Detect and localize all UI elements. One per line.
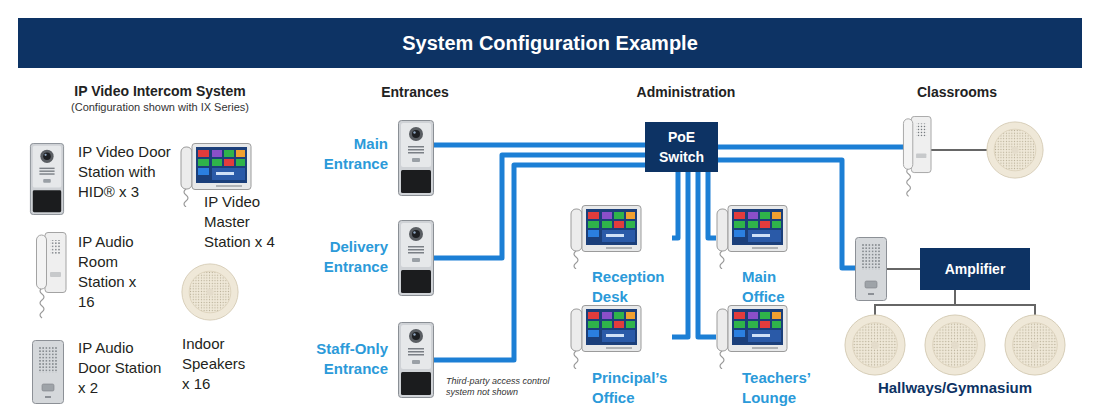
- speaker-wire: [954, 290, 956, 300]
- amplifier-box: Amplifier: [920, 248, 1030, 290]
- station-label: Principal’s Office: [592, 368, 672, 408]
- indoor-speaker-icon: [987, 122, 1043, 178]
- group-label: Hallways/Gymnasium: [838, 378, 1072, 398]
- speaker-wire: [886, 268, 920, 270]
- master-station: Teachers’ Lounge: [716, 305, 822, 408]
- footnote: Third-party access control system not sh…: [446, 376, 568, 398]
- video-master-station-icon: [717, 206, 787, 270]
- door-station: Staff-Only Entrance: [298, 322, 434, 398]
- title-band: [18, 18, 1082, 68]
- audio-door-station-icon: [856, 238, 887, 301]
- video-door-station-icon: [399, 121, 434, 196]
- network-cable: [708, 172, 716, 238]
- video-door-station-icon: [399, 221, 434, 296]
- legend-item: IP Video Door Station with HID® x 3: [78, 142, 178, 202]
- legend-text: IP Audio Room Station x 16: [78, 232, 139, 312]
- box-label: PoE Switch: [649, 127, 714, 167]
- video-master-station-icon: [717, 306, 787, 370]
- network-cable: [672, 172, 678, 238]
- station-label: Main Entrance: [298, 134, 388, 174]
- audio-room-station-icon: [37, 233, 67, 319]
- audio-room-station-icon: [903, 116, 931, 196]
- video-master-station-icon: [571, 206, 641, 270]
- column-heading: Administration: [606, 83, 766, 101]
- legend-item: Indoor Speakers x 16: [182, 334, 254, 394]
- legend-text: IP Video Master Station x 4: [204, 192, 280, 252]
- speaker-wire: [930, 149, 988, 151]
- network-cable: [672, 172, 688, 337]
- legend-item: IP Video Master Station x 4: [204, 192, 280, 252]
- legend-item: IP Audio Door Station x 2: [78, 338, 168, 398]
- network-cable: [434, 143, 645, 148]
- section-heading: IP Video Intercom System: [40, 82, 280, 100]
- door-station: Main Entrance: [298, 120, 434, 196]
- station-label: Main Office: [742, 267, 822, 307]
- network-switch: PoE Switch: [645, 122, 718, 172]
- video-master-station-icon: [571, 306, 641, 370]
- indoor-speaker-icon: [925, 315, 985, 375]
- master-station: Main Office: [716, 205, 822, 307]
- title-text: System Configuration Example: [18, 18, 1082, 68]
- station-label: Delivery Entrance: [298, 237, 388, 277]
- station-label: Teachers’ Lounge: [742, 368, 822, 408]
- box-label: Amplifier: [924, 259, 1026, 279]
- video-door-station-icon: [399, 323, 434, 398]
- master-station: Reception Desk: [570, 205, 672, 307]
- legend-item: IP Audio Room Station x 16: [78, 232, 139, 312]
- audio-door-station-icon: [33, 341, 64, 404]
- network-cable: [698, 172, 716, 337]
- legend-text: IP Audio Door Station x 2: [78, 338, 168, 398]
- indoor-speaker-icon: [182, 264, 238, 320]
- legend-text: IP Video Door Station with HID® x 3: [78, 142, 178, 202]
- network-cable: [718, 160, 858, 268]
- station-label: Staff-Only Entrance: [298, 339, 388, 379]
- door-station: Delivery Entrance: [298, 220, 434, 296]
- indoor-speaker-icon: [845, 315, 905, 375]
- video-door-station-icon: [30, 143, 63, 214]
- speaker-wire: [875, 300, 1035, 315]
- speaker-group: Hallways/Gymnasium: [838, 300, 1072, 406]
- station-label: Reception Desk: [592, 267, 672, 307]
- legend-text: Indoor Speakers x 16: [182, 334, 254, 394]
- master-station: Principal’s Office: [570, 305, 672, 408]
- column-heading: Classrooms: [897, 83, 1017, 101]
- section-note: (Configuration shown with IX Series): [40, 100, 280, 114]
- column-heading: Entrances: [355, 83, 475, 101]
- indoor-speaker-icon: [1005, 315, 1065, 375]
- network-cable: [718, 145, 912, 150]
